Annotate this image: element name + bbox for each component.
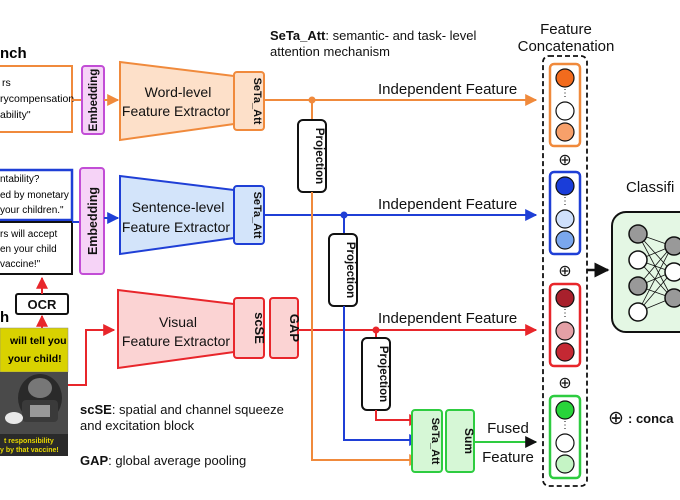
seta-desc: : semantic- and task- level [325,28,476,43]
projection-label: Projection [313,128,325,184]
extractor-label: Visual [159,314,197,330]
seta-att-word-block: SeTa_Att [233,71,265,131]
poster-line: your child! [8,353,62,365]
projection-label: Projection [377,346,389,402]
visual-feature-extractor: Visual Feature Extractor [117,288,235,370]
word-text-box: rs rycompensation ability" [0,65,74,133]
scse-label: scSE [252,312,267,344]
sentence-text-line: rs will accept [0,229,57,240]
projection-block-3: Projection [361,337,391,411]
seta-att-label: SeTa_Att [429,418,441,465]
classifier-title: Classifi [626,179,674,196]
concat-symbol: ⊕ [558,375,571,392]
scse-definition-line2: and excitation block [80,418,195,433]
independent-feature-label: Independent Feature [378,196,517,213]
poster-bottom-line: y by that vaccine! [0,447,59,454]
projection-label: Projection [344,242,356,298]
ocr-label: OCR [28,297,58,312]
classifier-node [664,262,680,282]
vaccine-poster-image: h will tell you your child! t responsibi… [0,309,69,456]
vector-ellipsis: ⋮ [560,196,570,207]
poster-bottom-line: t responsibility [4,438,54,445]
poster-line: will tell you [9,335,67,347]
sentence-text-line: ed by monetary [0,190,69,201]
gap-term: GAP [80,453,109,468]
seta-att-sentence-block: SeTa_Att [233,185,265,245]
seta-att-label: SeTa_Att [251,78,263,125]
word-level-feature-extractor: Word-level Feature Extractor [119,60,235,142]
feature-concat-title: Feature [540,21,592,38]
concat-legend-symbol: ⊕ [608,408,624,429]
gap-desc: : global average pooling [108,453,246,468]
visual-feature-vector: ⋮ [548,282,582,368]
sentence-text-line: en your child [0,244,57,255]
classifier-node [628,302,648,322]
gap-label: GAP [287,314,302,343]
scse-desc: : spatial and channel squeeze [112,402,284,417]
extractor-label: Sentence-level [132,199,225,215]
scse-term: scSE [80,402,112,417]
gap-definition: GAP: global average pooling [80,453,246,468]
word-text-line: rs [2,77,11,89]
word-to-fused-path [311,192,422,466]
classifier-node [628,224,648,244]
classifier-node [664,236,680,256]
independent-feature-label: Independent Feature [378,81,517,98]
classifier-network [611,211,680,333]
sentence-text-line: your children." [0,205,64,216]
sentence-text-line: vaccine!" [0,259,41,270]
poster-letter: h [0,309,9,326]
seta-att-label: SeTa_Att [251,192,263,239]
sentence-text-box: ntability? ed by monetary your children.… [0,168,74,275]
extractor-label: Feature Extractor [122,219,230,235]
fused-feature-label: Feature [482,449,534,466]
seta-definition: SeTa_Att: semantic- and task- level [270,28,477,43]
classifier-node [664,288,680,308]
sentence-level-feature-extractor: Sentence-level Feature Extractor [119,174,235,256]
visual-to-fused-path [375,410,422,426]
concat-symbol: ⊕ [558,152,571,169]
fused-feature-vector: ⋮ [548,394,582,480]
classifier-node [628,276,648,296]
word-feature-vector: ⋮ [548,62,582,148]
embedding-block-word: Embedding [81,65,105,135]
extractor-label: Feature Extractor [122,333,230,349]
scse-block: scSE [233,297,267,359]
sentence-text-line: ntability? [0,174,40,185]
independent-feature-label: Independent Feature [378,310,517,327]
gap-block: GAP [269,297,302,359]
classifier-node [628,250,648,270]
seta-term: SeTa_Att [270,28,326,43]
sum-block: Sum [445,409,476,473]
feature-concat-title: Concatenation [518,38,615,55]
extractor-label: Word-level [145,84,212,100]
branch-title: nch [0,45,27,62]
concat-legend-text: : conca [628,411,674,426]
vector-ellipsis: ⋮ [560,88,570,99]
projection-block-2: Projection [328,233,358,307]
word-text-line: rycompensation [0,93,74,105]
concat-symbol: ⊕ [558,263,571,280]
embedding-label: Embedding [88,69,100,132]
scse-definition: scSE: spatial and channel squeeze [80,402,284,417]
embedding-block-sentence: Embedding [79,167,105,275]
sum-label: Sum [462,428,476,454]
seta-att-fused-block: SeTa_Att [411,409,443,473]
embedding-label: Embedding [86,187,100,255]
vector-ellipsis: ⋮ [560,308,570,319]
sentence-feature-vector: ⋮ [548,170,582,256]
image-to-visual-arrow [68,324,116,386]
projection-block-1: Projection [297,119,327,193]
fused-feature-label: Fused [487,420,529,437]
sentence-to-fused-path [343,306,422,446]
vector-ellipsis: ⋮ [560,420,570,431]
extractor-label: Feature Extractor [122,103,230,119]
word-text-line: ability" [0,109,31,121]
seta-definition-line2: attention mechanism [270,44,390,59]
